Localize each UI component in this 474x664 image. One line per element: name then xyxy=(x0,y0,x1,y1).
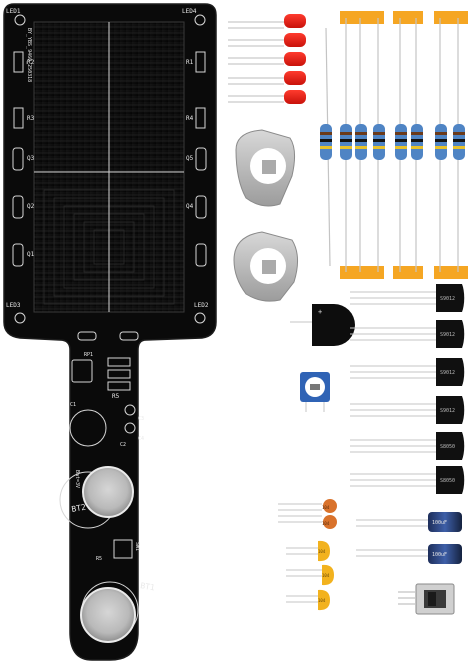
svg-text:100uF: 100uF xyxy=(432,520,447,526)
label-r3: R3 xyxy=(27,115,35,122)
label-r5b: R5 xyxy=(96,556,102,562)
led-footprints xyxy=(14,14,206,324)
label-led3: LED3 xyxy=(6,302,21,309)
label-q5: Q5 xyxy=(186,155,194,162)
ceramic-capacitor-set: 104 104 104 104 104 xyxy=(278,499,337,611)
pcb-board: LED1 LED4 LED3 LED2 BY_YBS_9460_250318 R… xyxy=(3,3,217,661)
buzzer: + xyxy=(290,304,355,346)
tape-top-3 xyxy=(434,11,468,24)
transistor-3: S9012 xyxy=(436,358,465,386)
label-r5: R5 xyxy=(112,393,120,400)
label-c2: C2 xyxy=(120,442,126,448)
label-q1: Q1 xyxy=(27,251,35,258)
red-led-set xyxy=(228,14,306,104)
label-led1: LED1 xyxy=(6,8,21,15)
label-bt2: BT2 xyxy=(71,503,87,514)
ceramic-cap-2 xyxy=(323,515,337,529)
svg-text:S8050: S8050 xyxy=(440,444,455,450)
tape-bottom-2 xyxy=(393,266,423,279)
label-c1: C1 xyxy=(70,402,76,408)
svg-text:104: 104 xyxy=(322,505,330,510)
svg-text:S9012: S9012 xyxy=(440,408,455,414)
neck-pads xyxy=(77,331,139,341)
svg-text:100uF: 100uF xyxy=(432,552,447,558)
ceramic-cap-1 xyxy=(323,499,337,513)
resistor-color-bands xyxy=(320,132,465,149)
label-sw1: SW1 xyxy=(134,542,140,551)
label-c4: C4 xyxy=(138,436,144,442)
label-q3: Q3 xyxy=(27,155,35,162)
label-r4: R4 xyxy=(186,115,194,122)
board-code: BY_YBS_9460_250318 xyxy=(26,28,32,82)
label-q2: Q2 xyxy=(27,203,35,210)
coin-cell-holder-2 xyxy=(233,231,298,302)
label-bat-note: Bat=3V xyxy=(74,470,80,488)
svg-text:S9012: S9012 xyxy=(440,296,455,302)
red-led-3 xyxy=(284,52,306,66)
label-led2: LED2 xyxy=(194,302,209,309)
svg-text:104: 104 xyxy=(318,549,326,554)
trim-potentiometer xyxy=(300,372,330,412)
label-r1: R1 xyxy=(186,59,194,66)
label-bt1: BT1 xyxy=(140,581,156,592)
tape-top-1 xyxy=(340,11,384,24)
svg-text:S9012: S9012 xyxy=(440,370,455,376)
slide-switch xyxy=(398,583,455,615)
label-rp1: RP1 xyxy=(84,352,93,358)
red-led-1 xyxy=(284,14,306,28)
red-led-5 xyxy=(284,90,306,104)
svg-text:S9012: S9012 xyxy=(440,332,455,338)
tape-bottom-1 xyxy=(340,266,384,279)
left-parts-column xyxy=(12,51,207,267)
label-q4: Q4 xyxy=(186,203,194,210)
coin-cell-holder-1 xyxy=(235,129,296,207)
transistor-6: S8050 xyxy=(436,466,465,494)
transistor-2: S9012 xyxy=(436,320,465,348)
svg-text:104: 104 xyxy=(322,573,330,578)
red-led-4 xyxy=(284,71,306,85)
tape-top-2 xyxy=(393,11,423,24)
battery-cell-bt1 xyxy=(80,587,136,643)
battery-cell-bt2 xyxy=(82,466,134,518)
svg-text:S8050: S8050 xyxy=(440,478,455,484)
electrolytic-cap-2 xyxy=(428,544,462,564)
transistor-1: S9012 xyxy=(436,284,465,312)
svg-text:104: 104 xyxy=(322,521,330,526)
tape-bottom-3 xyxy=(434,266,468,279)
label-r2: R2 xyxy=(27,59,35,66)
electrolytic-cap-1 xyxy=(428,512,462,532)
transistor-set: S9012 S9012 S9012 S9012 S8050 S8050 xyxy=(350,284,465,494)
transistor-4: S9012 xyxy=(436,396,465,424)
red-led-2 xyxy=(284,33,306,47)
buzzer-mark: + xyxy=(318,308,322,316)
ceramic-cap-5 xyxy=(318,589,330,611)
ceramic-cap-3 xyxy=(318,540,330,562)
electrolytic-capacitor-set: 100uF 100uF xyxy=(356,512,462,564)
ceramic-cap-4 xyxy=(322,564,334,586)
svg-text:104: 104 xyxy=(318,598,326,603)
label-c3: C3 xyxy=(138,416,144,422)
label-led4: LED4 xyxy=(182,8,197,15)
transistor-5: S8050 xyxy=(436,432,465,460)
resistor-tape-strip xyxy=(320,11,468,279)
